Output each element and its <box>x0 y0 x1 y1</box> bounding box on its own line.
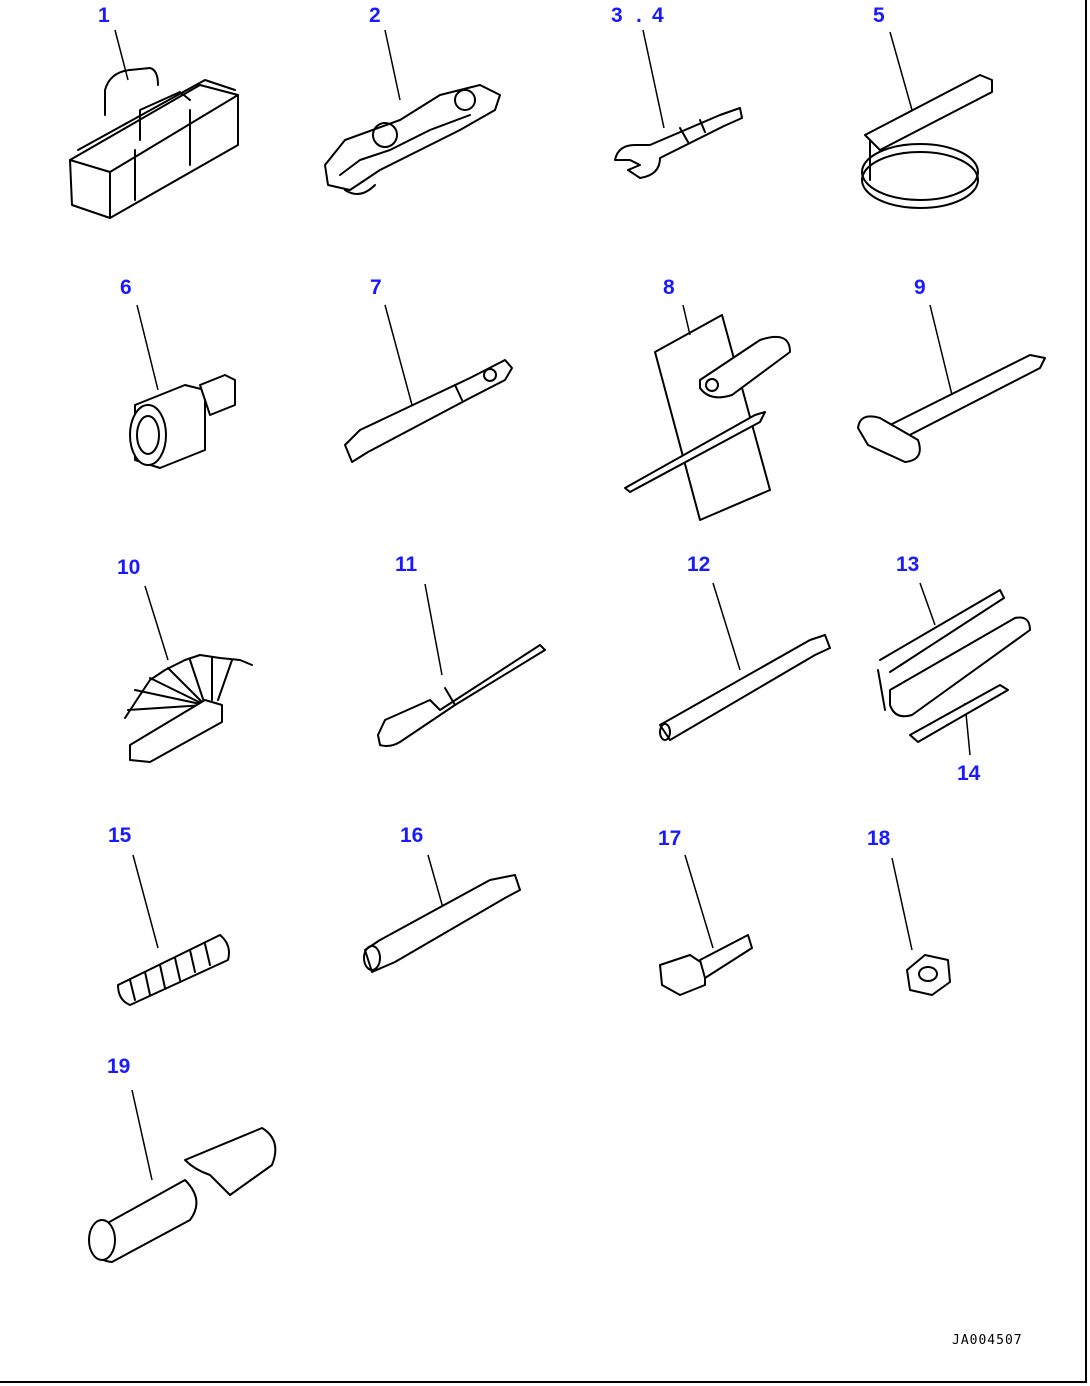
callout-8: 8 <box>663 276 675 299</box>
callout-4: 4 <box>652 4 664 27</box>
nut-icon <box>906 954 951 996</box>
callout-15: 15 <box>108 824 132 847</box>
grease-nozzle-icon <box>909 684 1009 743</box>
socket-icon <box>129 374 236 469</box>
callout-17: 17 <box>658 827 682 850</box>
callout-5: 5 <box>873 4 885 27</box>
callout-13: 13 <box>896 553 920 576</box>
callout-9: 9 <box>914 276 926 299</box>
callout-separator: . <box>636 4 642 27</box>
callout-18: 18 <box>867 827 891 850</box>
drawing-code: JA004507 <box>952 1333 1023 1348</box>
bolt-icon <box>659 934 753 996</box>
socket-wrench-icon <box>344 359 513 463</box>
leader-lines <box>114 29 971 1181</box>
callout-2: 2 <box>369 4 381 27</box>
callout-1: 1 <box>98 4 110 27</box>
screwdriver-icon <box>624 314 791 521</box>
extension-bar-icon <box>659 634 831 741</box>
callout-19: 19 <box>107 1055 131 1078</box>
box-wrench-icon <box>363 874 521 973</box>
feeler-gauge-icon <box>124 654 253 763</box>
tool-bag-icon <box>69 67 239 219</box>
callout-11: 11 <box>395 553 418 576</box>
spring-icon <box>117 934 230 1006</box>
grease-gun-icon <box>877 589 1031 718</box>
callout-14: 14 <box>957 762 981 785</box>
callout-10: 10 <box>117 556 141 579</box>
callout-16: 16 <box>400 824 424 847</box>
pipe-icon <box>88 1127 277 1263</box>
callout-6: 6 <box>120 276 132 299</box>
wrench-set-icon <box>324 84 501 195</box>
callout-3: 3 <box>611 4 623 27</box>
callout-12: 12 <box>687 553 711 576</box>
open-end-wrench-icon <box>614 107 743 179</box>
callout-7: 7 <box>370 276 382 299</box>
filter-wrench-icon <box>861 74 993 209</box>
hammer-icon <box>857 354 1046 463</box>
pry-bar-icon <box>377 644 546 747</box>
